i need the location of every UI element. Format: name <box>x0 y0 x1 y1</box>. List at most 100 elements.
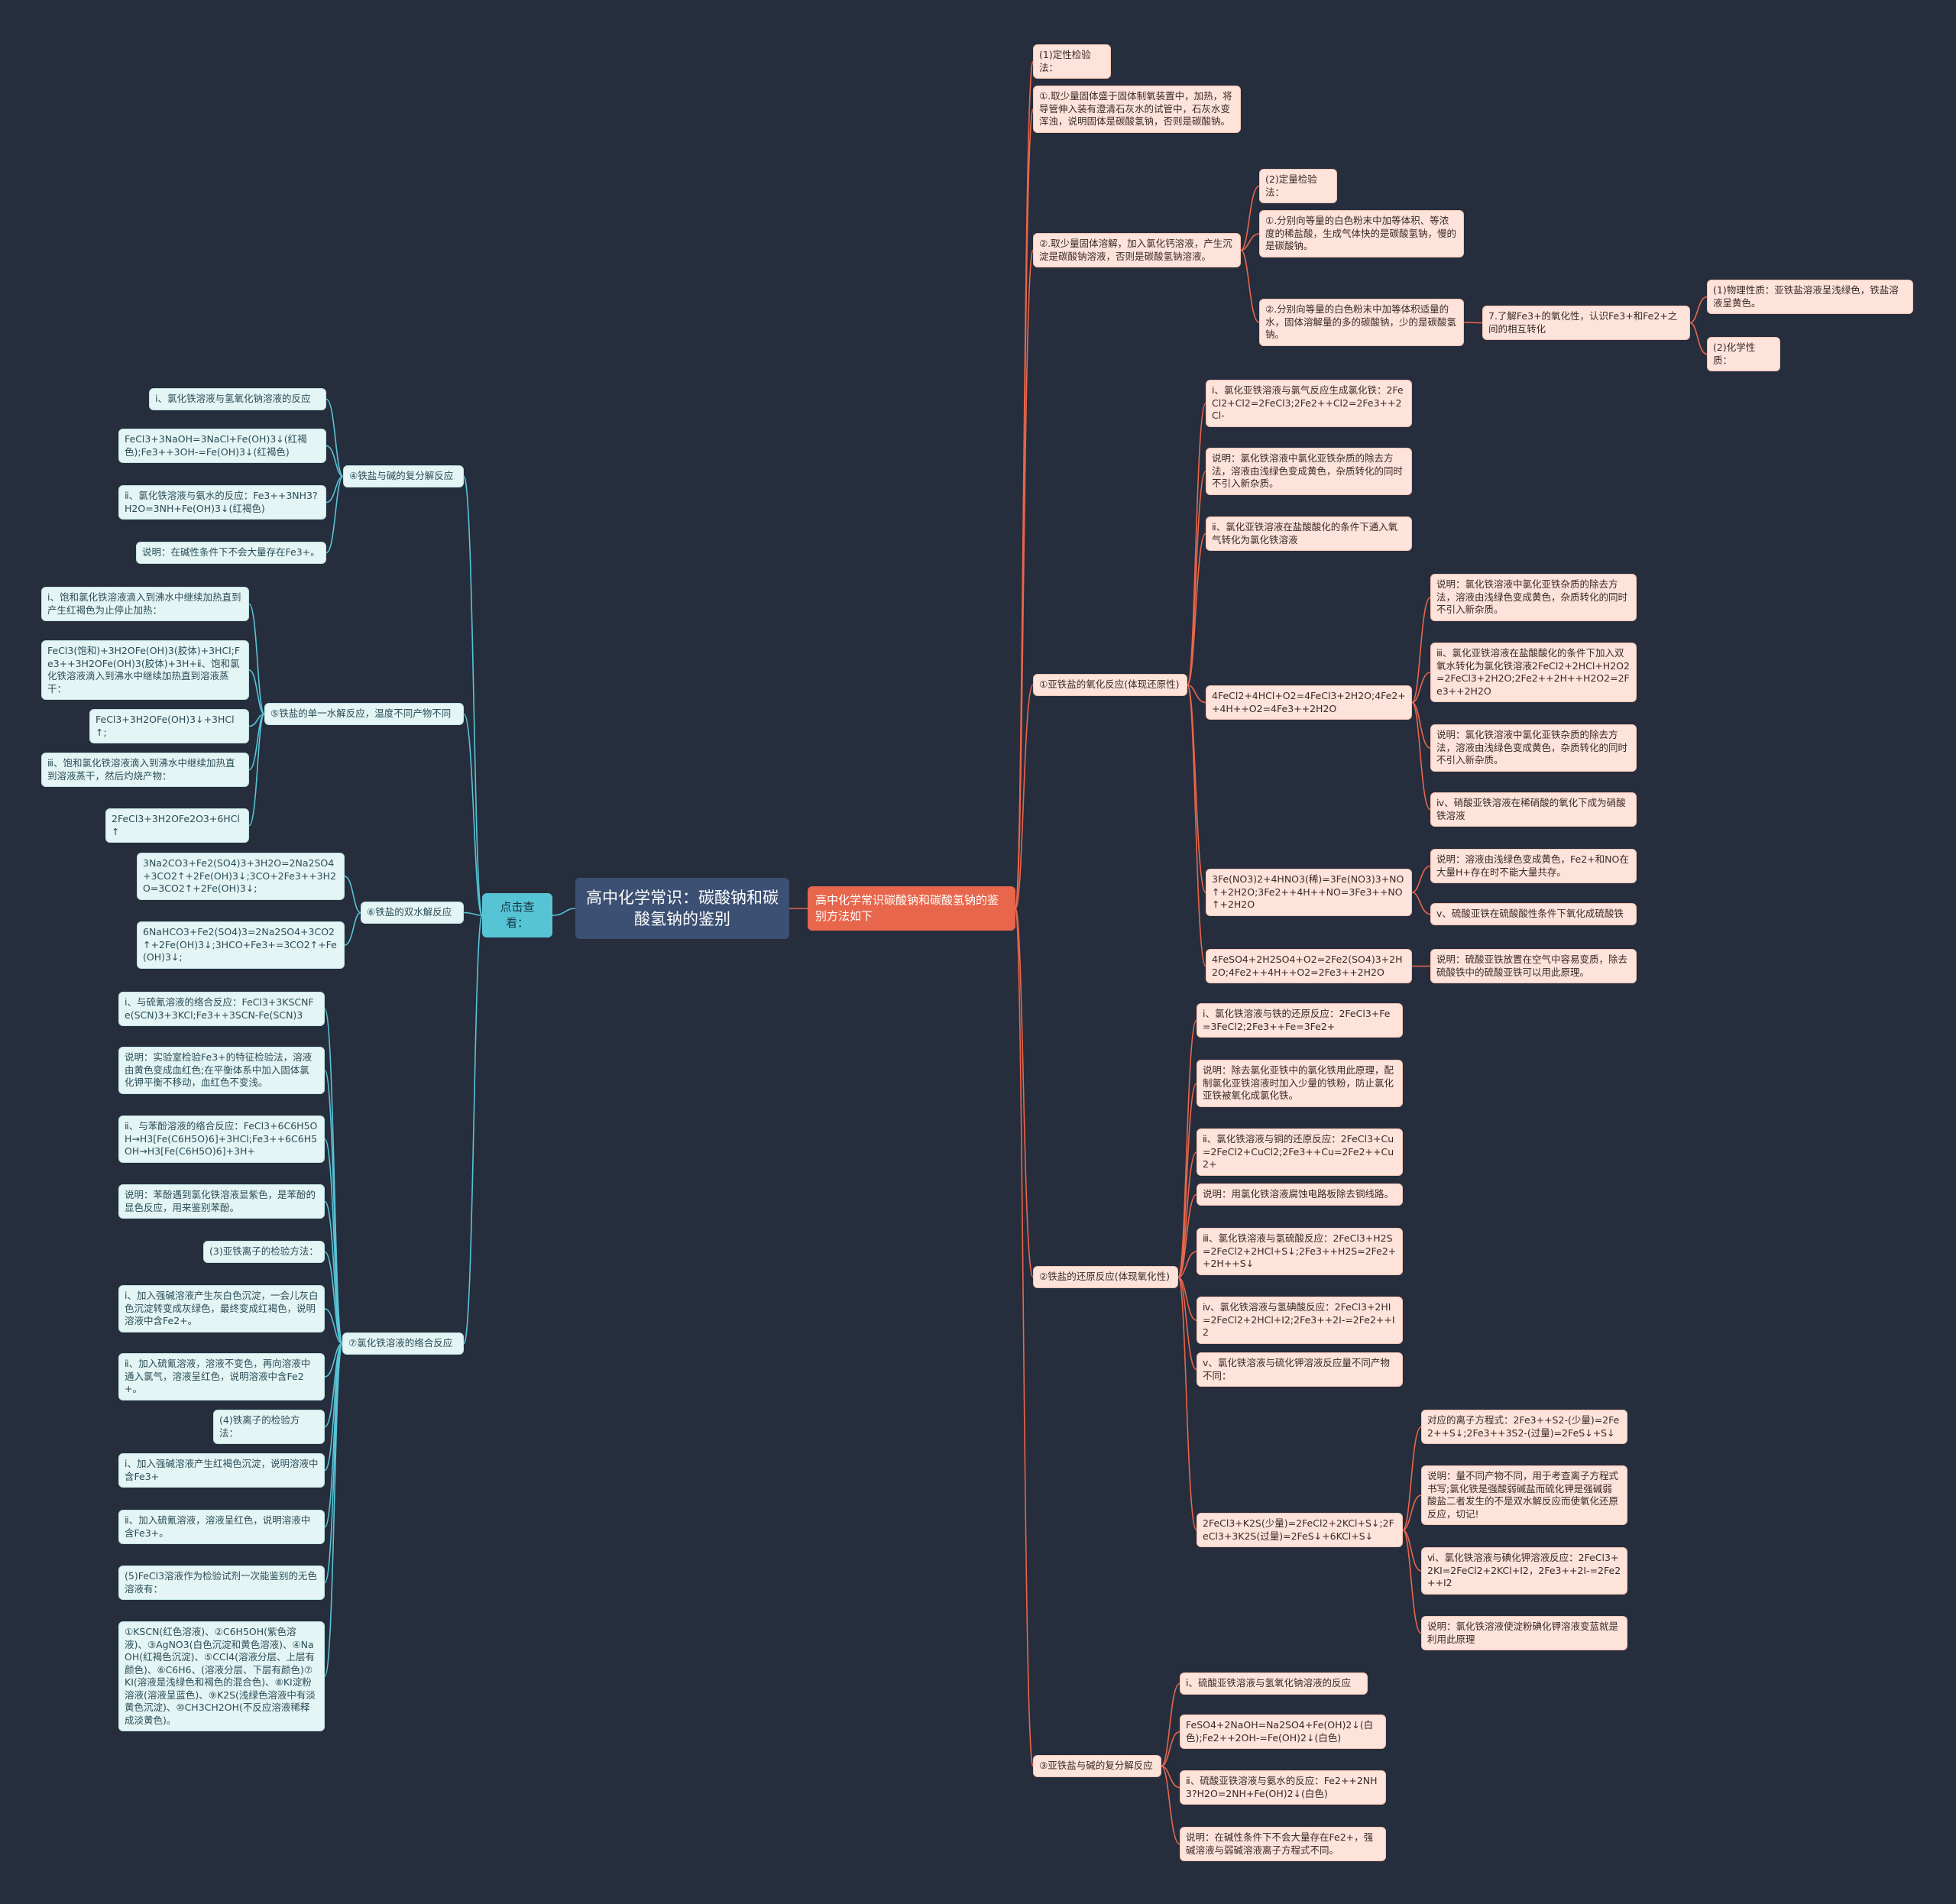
connector-line-21 <box>1411 672 1431 704</box>
quantitative-test-heading[interactable]: (2)定量检验法： <box>1259 169 1337 203</box>
ferric-reduction-branch[interactable]: ②铁盐的还原反应(体现氧化性) <box>1033 1266 1178 1288</box>
connector-line-6 <box>1015 908 1034 1278</box>
ferric-reduction-v[interactable]: ⅴ、氯化铁溶液与硫化钾溶液反应量不同产物不同： <box>1197 1352 1403 1387</box>
connector-line-16 <box>1187 533 1206 686</box>
ferric-hydrolysis-branch[interactable]: ⑤铁盐的单一水解反应，温度不同产物不同 <box>264 703 464 725</box>
left-main-branch[interactable]: 点击查看： <box>482 893 552 937</box>
ferric-reduction-iii[interactable]: ⅲ、氯化铁溶液与氢硫酸反应：2FeCl3+H2S=2FeCl2+2HCl+S↓;… <box>1197 1228 1403 1275</box>
ferric-reduction-i[interactable]: ⅰ、氯化铁溶液与铁的还原反应：2FeCl3+Fe=3FeCl2;2Fe3++Fe… <box>1197 1003 1403 1038</box>
connector-line-10 <box>1240 249 1260 323</box>
ferrous-base-i[interactable]: ⅰ、硫酸亚铁溶液与氢氧化钠溶液的反应 <box>1180 1672 1368 1695</box>
ferrous-oxidation-v[interactable]: ⅴ、硫酸亚铁在硫酸酸性条件下氧化成硫酸铁 <box>1430 903 1637 925</box>
connector-line-52 <box>248 669 265 715</box>
connector-line-36 <box>1402 1494 1422 1531</box>
ferric-hydrolysis-iii[interactable]: ⅲ、饱和氯化铁溶液滴入到沸水中继续加热直到溶液蒸干，然后灼烧产物： <box>41 753 249 787</box>
ferric-complex-note-1[interactable]: 说明：实验室检验Fe3+的特征检验法，溶液由黄色变成血红色;在平衡体系中加入固体… <box>118 1047 325 1094</box>
ferrous-oxidation-i[interactable]: ⅰ、氯化亚铁溶液与氯气反应生成氯化铁：2FeCl2+Cl2=2FeCl3;2Fe… <box>1206 380 1412 427</box>
ferric-hydrolysis-i[interactable]: ⅰ、饱和氯化铁溶液滴入到沸水中继续加热直到产生红褐色为止停止加热： <box>41 587 249 621</box>
ferrous-ion-test-ii[interactable]: ⅱ、加入硫氰溶液，溶液不变色，再向溶液中通入氯气，溶液呈红色，说明溶液中含Fe2… <box>118 1353 325 1400</box>
ferric-complex-branch[interactable]: ⑦氯化铁溶液的络合反应 <box>342 1332 464 1355</box>
ferric-reduction-vi-note[interactable]: 说明：氯化铁溶液使淀粉碘化钾溶液变蓝就是利用此原理 <box>1421 1616 1627 1650</box>
ferric-base-ii[interactable]: ⅱ、氯化铁溶液与氨水的反应：Fe3++3NH3?H2O=3NH+Fe(OH)3↓… <box>118 485 326 520</box>
connector-line-61 <box>324 1200 343 1345</box>
fecl3-reagent-list[interactable]: ①KSCN(红色溶液)、②C6H5OH(紫色溶液)、③AgNO3(白色沉淀和黄色… <box>118 1621 325 1731</box>
ferric-hydrolysis-equation-3[interactable]: 2FeCl3+3H2OFe2O3+6HCl↑ <box>105 808 249 843</box>
ferrous-base-note[interactable]: 说明：在碱性条件下不会大量存在Fe2+，强碱溶液与弱碱溶液离子方程式不同。 <box>1180 1827 1386 1861</box>
quantitative-test-item-1[interactable]: ①.分别向等量的白色粉末中加等体积、等浓度的稀盐酸，生成气体快的是碳酸氢钠，慢的… <box>1259 210 1464 257</box>
ferrous-base-ii[interactable]: ⅱ、硫酸亚铁溶液与氨水的反应：Fe2++2NH3?H2O=2NH+Fe(OH)2… <box>1180 1770 1386 1805</box>
connector-line-19 <box>1187 684 1206 967</box>
connector-line-23 <box>1411 701 1431 811</box>
ferric-hydrolysis-equation-2[interactable]: FeCl3+3H2OFe(OH)3↓+3HCl↑; <box>89 709 249 743</box>
connector-line-17 <box>1187 684 1206 704</box>
ferric-reduction-ii[interactable]: ⅱ、氯化铁溶液与铜的还原反应：2FeCl3+Cu=2FeCl2+CuCl2;2F… <box>1197 1128 1403 1176</box>
connector-line-1 <box>552 908 576 916</box>
ferrous-oxidation-eq3-note[interactable]: 说明：溶液由浅绿色变成黄色，Fe2+和NO在大量H+存在时不能大量共存。 <box>1430 849 1637 883</box>
ferric-reduction-note-1[interactable]: 说明：除去氯化亚铁中的氯化铁用此原理，配制氯化亚铁溶液时加入少量的铁粉，防止氯化… <box>1197 1060 1403 1107</box>
connector-line-38 <box>1402 1529 1422 1634</box>
root-topic[interactable]: 高中化学常识：碳酸钠和碳酸氢钠的鉴别 <box>575 878 789 939</box>
ferric-reduction-iv[interactable]: ⅳ、氯化铁溶液与氢碘酸反应：2FeCl3+2HI=2FeCl2+2HCl+I2;… <box>1197 1297 1403 1344</box>
connector-line-69 <box>324 1342 343 1677</box>
connector-line-4 <box>1015 249 1034 909</box>
ferric-ion-test-i[interactable]: ⅰ、加入强碱溶液产生红褐色沉淀，说明溶液中含Fe3+ <box>118 1453 325 1488</box>
ferric-double-hydrolysis-eq-1[interactable]: 3Na2CO3+Fe2(SO4)3+3H2O=2Na2SO4+3CO2↑+2Fe… <box>137 853 345 900</box>
ferric-base-note[interactable]: 说明：在碱性条件下不会大量存在Fe3+。 <box>136 542 326 564</box>
ferrous-oxidation-note-1[interactable]: 说明：氯化铁溶液中氯化亚铁杂质的除去方法，溶液由浅绿色变成黄色，杂质转化的同时不… <box>1206 448 1412 495</box>
connector-line-42 <box>1161 1765 1180 1845</box>
ferrous-oxidation-equation-4[interactable]: 4FeSO4+2H2SO4+O2=2Fe2(SO4)3+2H2O;4Fe2++4… <box>1206 949 1412 983</box>
connector-line-62 <box>324 1251 343 1345</box>
qualitative-test-item-1[interactable]: ①.取少量固体盛于固体制氧装置中，加热，将导管伸入装有澄清石灰水的试管中，石灰水… <box>1033 86 1241 133</box>
ferric-base-equation[interactable]: FeCl3+3NaOH=3NaCl+Fe(OH)3↓(红褐色);Fe3++3OH… <box>118 429 326 463</box>
ferric-reduction-note-2[interactable]: 说明：用氯化铁溶液腐蚀电路板除去铜线路。 <box>1197 1184 1403 1206</box>
qualitative-test-heading[interactable]: (1)定性检验法： <box>1033 44 1111 79</box>
chemical-property[interactable]: (2)化学性质： <box>1707 337 1780 371</box>
ferric-complex-note-2[interactable]: 说明：苯酚遇到氯化铁溶液显紫色，是苯酚的显色反应，用来鉴别苯酚。 <box>118 1184 325 1219</box>
ferrous-oxidation-eq2-note-2[interactable]: 说明：氯化铁溶液中氯化亚铁杂质的除去方法，溶液由浅绿色变成黄色，杂质转化的同时不… <box>1430 724 1637 772</box>
connector-line-45 <box>463 912 483 916</box>
physical-property[interactable]: (1)物理性质：亚铁盐溶液呈浅绿色，铁盐溶液呈黄色。 <box>1707 280 1913 314</box>
ferrous-base-equation[interactable]: FeSO4+2NaOH=Na2SO4+Fe(OH)2↓(白色);Fe2++2OH… <box>1180 1715 1386 1749</box>
connector-line-28 <box>1177 1083 1197 1278</box>
connector-line-37 <box>1402 1529 1422 1572</box>
ferrous-oxidation-equation-2[interactable]: 4FeCl2+4HCl+O2=4FeCl3+2H2O;4Fe2++4H++O2=… <box>1206 685 1412 720</box>
ferrous-oxidation-eq2-note-1[interactable]: 说明：氯化铁溶液中氯化亚铁杂质的除去方法，溶液由浅绿色变成黄色，杂质转化的同时不… <box>1430 574 1637 621</box>
ferrous-oxidation-iv[interactable]: ⅳ、硝酸亚铁溶液在稀硝酸的氧化下成为硝酸铁溶液 <box>1430 792 1637 827</box>
fe-conversion-topic[interactable]: 7.了解Fe3+的氧化性，认识Fe3+和Fe2+之间的相互转化 <box>1482 306 1690 340</box>
ferric-reduction-eq-note[interactable]: 说明：量不同产物不同，用于考查离子方程式书写;氯化铁是强酸弱碱盐而硫化钾是强碱弱… <box>1421 1465 1627 1525</box>
connector-line-51 <box>248 603 265 715</box>
quantitative-test-item-2[interactable]: ②.分别向等量的白色粉末中加等体积适量的水，固体溶解量的多的碳酸钠，少的是碳酸氢… <box>1259 299 1464 346</box>
ferrous-oxidation-eq4-note[interactable]: 说明：硫酸亚铁放置在空气中容易变质，除去硫酸铁中的硫酸亚铁可以用此原理。 <box>1430 949 1637 983</box>
connector-line-20 <box>1411 597 1431 704</box>
right-main-branch[interactable]: 高中化学常识碳酸钠和碳酸氢钠的鉴别方法如下 <box>808 886 1015 931</box>
connector-line-63 <box>324 1308 343 1345</box>
ferric-base-i[interactable]: ⅰ、氯化铁溶液与氢氧化钠溶液的反应 <box>149 388 326 410</box>
connector-line-29 <box>1177 1151 1197 1278</box>
connector-line-48 <box>325 445 344 478</box>
ferrous-oxidation-iii[interactable]: ⅲ、氯化亚铁溶液在盐酸酸化的条件下加入双氧水转化为氯化铁溶液2FeCl2+2HC… <box>1430 643 1637 702</box>
ferric-ion-test-ii[interactable]: ⅱ、加入硫氰溶液，溶液呈红色，说明溶液中含Fe3+。 <box>118 1510 325 1544</box>
ferrous-ion-test-i[interactable]: ⅰ、加入强碱溶液产生灰白色沉淀，一会儿灰白色沉淀转变成灰绿色，最终变成红褐色，说… <box>118 1285 325 1332</box>
ferric-reduction-vi[interactable]: ⅵ、氯化铁溶液与碘化钾溶液反应：2FeCl3+2KI=2FeCl2+2KCl+I… <box>1421 1547 1627 1595</box>
connector-line-14 <box>1187 403 1206 686</box>
ferrous-oxidation-equation-3[interactable]: 3Fe(NO3)2+4HNO3(稀)=3Fe(NO3)3+NO↑+2H2O;3F… <box>1206 869 1412 916</box>
ferric-reduction-eq-ionic[interactable]: 对应的离子方程式：2Fe3++S2-(少量)=2Fe2++S↓;2Fe3++3S… <box>1421 1410 1627 1444</box>
ferric-double-hydrolysis-branch[interactable]: ⑥铁盐的双水解反应 <box>361 902 464 924</box>
fecl3-reagent-heading[interactable]: (5)FeCl3溶液作为检验试剂一次能鉴别的无色溶液有： <box>118 1566 325 1600</box>
ferric-ion-test-heading[interactable]: (4)铁离子的检验方法： <box>213 1410 325 1444</box>
ferric-complex-i[interactable]: ⅰ、与硫氰溶液的络合反应：FeCl3+3KSCNFe(SCN)3+3KCl;Fe… <box>118 992 325 1026</box>
ferrous-base-branch[interactable]: ③亚铁盐与碱的复分解反应 <box>1033 1755 1161 1777</box>
ferric-base-branch[interactable]: ④铁盐与碱的复分解反应 <box>343 465 464 487</box>
ferrous-oxidation-ii[interactable]: ⅱ、氯化亚铁溶液在盐酸酸化的条件下通入氧气转化为氯化铁溶液 <box>1206 516 1412 551</box>
ferrous-ion-test-heading[interactable]: (3)亚铁离子的检验方法： <box>203 1241 325 1263</box>
ferric-complex-ii[interactable]: ⅱ、与苯酚溶液的络合反应：FeCl3+6C6H5OH→H3[Fe(C6H5O)6… <box>118 1116 325 1163</box>
connector-line-34 <box>1177 1276 1197 1531</box>
ferric-double-hydrolysis-eq-2[interactable]: 6NaHCO3+Fe2(SO4)3=2Na2SO4+3CO2↑+2Fe(OH)3… <box>137 921 345 969</box>
connector-line-7 <box>1015 908 1034 1767</box>
connector-line-25 <box>1411 892 1431 915</box>
qualitative-test-item-2[interactable]: ②.取少量固体溶解，加入氯化钙溶液，产生沉淀是碳酸钠溶液，否则是碳酸氢钠溶液。 <box>1033 233 1241 267</box>
ferric-hydrolysis-equation-1[interactable]: FeCl3(饱和)+3H2OFe(OH)3(胶体)+3HCl;Fe3++3H2O… <box>41 640 249 700</box>
ferric-reduction-equation[interactable]: 2FeCl3+K2S(少量)=2FeCl2+2KCl+S↓;2FeCl3+3K2… <box>1197 1513 1403 1547</box>
connector-line-57 <box>344 912 361 946</box>
ferrous-oxidation-branch[interactable]: ①亚铁盐的氧化反应(体现还原性) <box>1033 674 1187 696</box>
